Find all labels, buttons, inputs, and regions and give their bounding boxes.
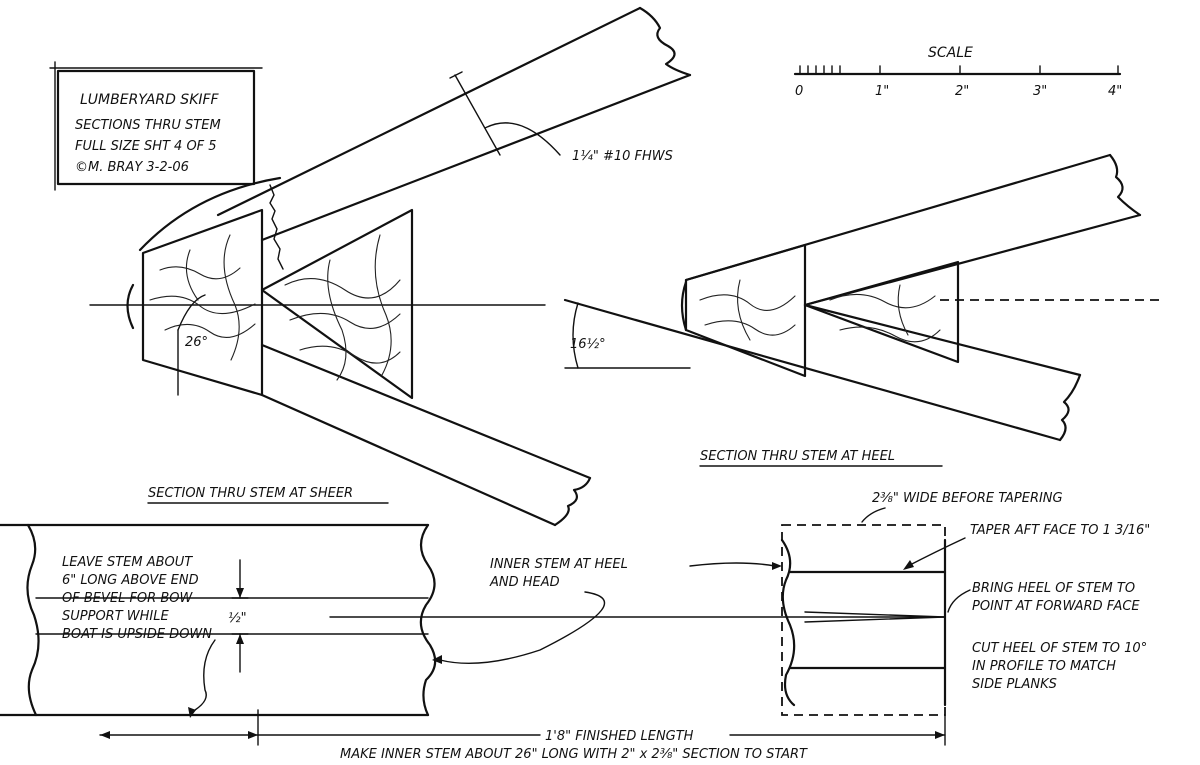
title-line-2: SECTIONS THRU STEM	[75, 118, 221, 133]
cut-note-1: CUT HEEL OF STEM TO 10°	[972, 641, 1147, 656]
title-line-3: FULL SIZE SHT 4 OF 5	[75, 139, 217, 154]
taper-note: TAPER AFT FACE TO 1 3/16"	[970, 523, 1150, 538]
scale-tick-3: 3"	[1033, 84, 1047, 99]
bottom-note: MAKE INNER STEM ABOUT 26" LONG WITH 2" x…	[340, 747, 808, 762]
title-line-4: ©M. BRAY 3-2-06	[75, 160, 189, 175]
scale-label: SCALE	[928, 45, 973, 61]
profile-notes: LEAVE STEM ABOUT 6" LONG ABOVE END OF BE…	[62, 491, 1150, 718]
half-inch-dim: ½"	[228, 611, 247, 626]
leave-note-4: SUPPORT WHILE	[62, 609, 169, 624]
heel-note-2: POINT AT FORWARD FACE	[972, 599, 1140, 614]
finished-length-label: 1'8" FINISHED LENGTH	[545, 729, 694, 744]
angle-sheer-label: 26°	[185, 335, 208, 350]
heel-note-1: BRING HEEL OF STEM TO	[972, 581, 1135, 596]
leave-note-5: BOAT IS UPSIDE DOWN	[62, 627, 212, 642]
wide-note: 2⅜" WIDE BEFORE TAPERING	[872, 491, 1063, 506]
scale-tick-2: 2"	[955, 84, 969, 99]
inner-stem-note-1: INNER STEM AT HEEL	[490, 557, 628, 572]
scale-tick-1: 1"	[875, 84, 889, 99]
scale-tick-0: 0	[795, 84, 803, 99]
title-line-1: LUMBERYARD SKIFF	[80, 92, 220, 108]
heel-inner-stem	[803, 260, 960, 364]
section-sheer-title: SECTION THRU STEM AT SHEER	[148, 486, 353, 501]
scale-bar: SCALE 0 1" 2" 3" 4"	[793, 45, 1122, 99]
stem-profile: ½" 1'8" FINISHED LENGTH MAKE INNER STEM …	[0, 523, 947, 762]
section-at-heel: 16½° SECTION THRU STEM AT HEEL	[563, 153, 1160, 467]
section-heel-title: SECTION THRU STEM AT HEEL	[700, 449, 895, 464]
cut-note-2: IN PROFILE TO MATCH	[972, 659, 1116, 674]
screw-note: 1¼" #10 FHWS	[572, 149, 673, 164]
inner-stem-note-2: AND HEAD	[489, 575, 560, 590]
outer-stem	[141, 208, 264, 397]
heel-outer-stem	[684, 243, 807, 378]
inner-stem	[260, 208, 414, 400]
leave-note-1: LEAVE STEM ABOUT	[62, 555, 193, 570]
section-at-sheer: 26° 1¼" #10 FHWS SECTION THRU STEM AT SH…	[89, 6, 692, 527]
angle-heel-label: 16½°	[570, 337, 606, 352]
cut-note-3: SIDE PLANKS	[972, 677, 1057, 692]
scale-tick-4: 4"	[1108, 84, 1122, 99]
leave-note-2: 6" LONG ABOVE END	[62, 573, 199, 588]
leave-note-3: OF BEVEL FOR BOW	[62, 591, 193, 606]
title-block: LUMBERYARD SKIFF SECTIONS THRU STEM FULL…	[49, 61, 263, 191]
